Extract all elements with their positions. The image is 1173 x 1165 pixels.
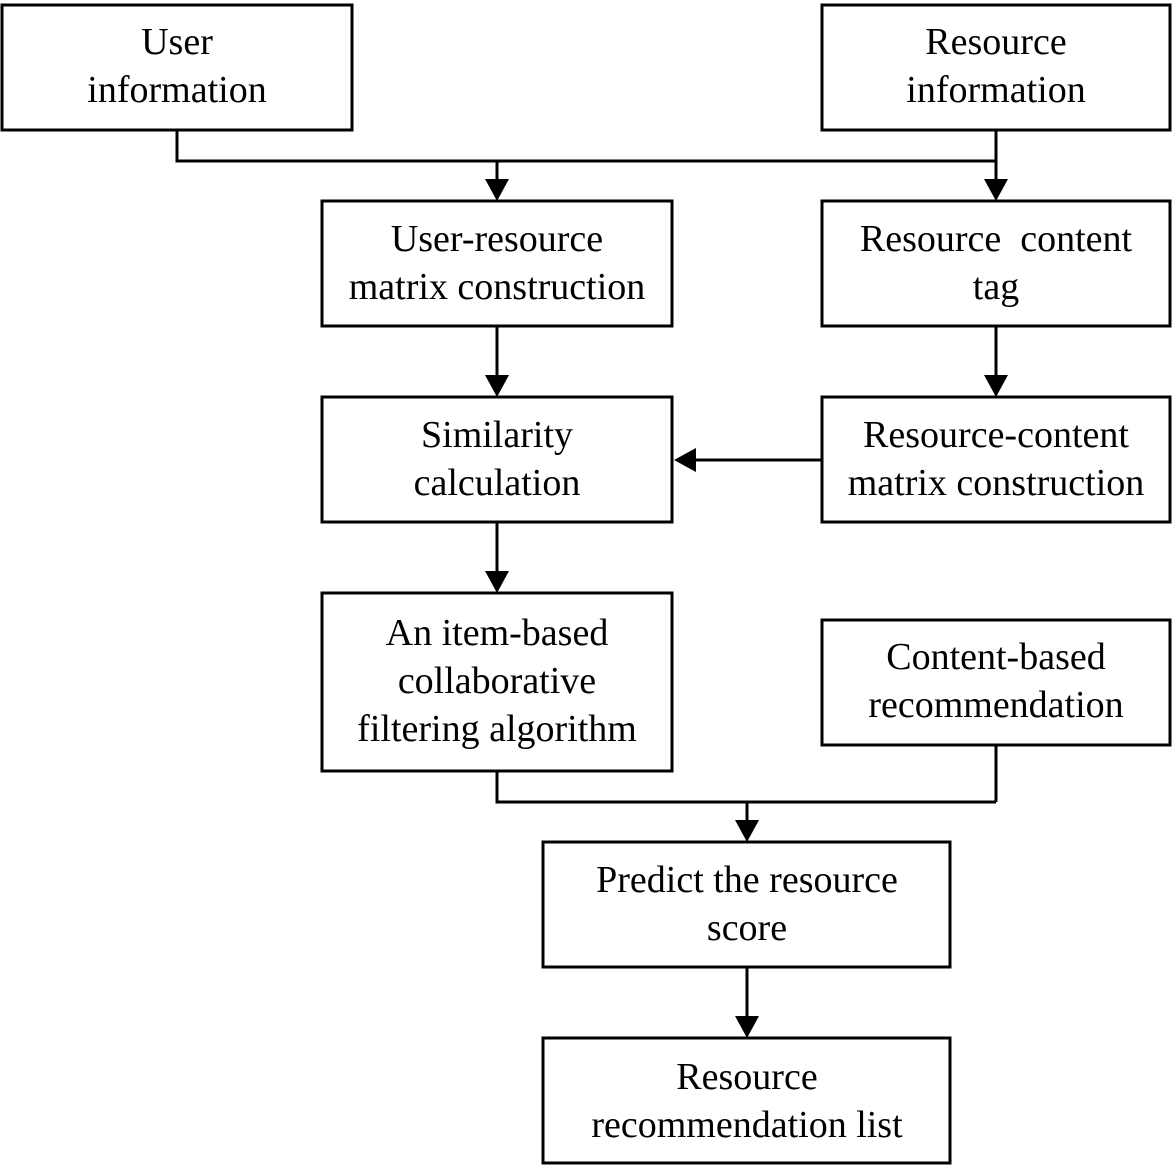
node-label-line: Resource-content (863, 414, 1129, 456)
node-label-line: calculation (414, 462, 581, 504)
arrowhead-predict (735, 820, 759, 842)
node-content-based-rec-text: Content-based recommendation (868, 636, 1123, 726)
node-label-line: An item-based (386, 612, 609, 654)
node-label-line: Content-based (886, 636, 1106, 678)
node-resource-content-tag: Resource content tag (820, 199, 1172, 328)
edge-item-cf-to-bus (495, 771, 996, 804)
node-similarity-calc: Similarity calculation (320, 395, 674, 524)
node-label-line: matrix construction (349, 266, 646, 308)
arrowheads (485, 179, 1008, 1038)
node-label-line: Resource content (860, 218, 1133, 260)
node-similarity-calc-text: Similarity calculation (414, 414, 581, 504)
node-label-line: Predict the resource (596, 859, 898, 901)
edge-user-info-to-bus (175, 130, 996, 163)
node-label-line: tag (973, 266, 1019, 308)
node-label-line: collaborative (398, 660, 596, 702)
node-label-line: Resource (676, 1056, 817, 1098)
node-label-line: filtering algorithm (357, 708, 637, 750)
node-user-resource-matrix: User-resource matrix construction (320, 199, 674, 328)
node-label-line: information (87, 69, 266, 111)
node-item-based-cf-text: An item-based collaborative filtering algo… (357, 612, 637, 750)
arrowhead-resource-content-tag (984, 179, 1008, 201)
node-resource-content-matrix: Resource-content matrix construction (820, 395, 1172, 524)
node-label-line: recommendation list (591, 1104, 903, 1146)
node-resource-info: Resource information (820, 3, 1172, 132)
arrowhead-rec-list (735, 1016, 759, 1038)
node-predict-score-text: Predict the resource score (596, 859, 898, 949)
node-label-line: score (707, 907, 787, 949)
node-rec-list: Resource recommendation list (541, 1036, 952, 1165)
node-user-info: User information (0, 3, 354, 132)
connectors (175, 130, 998, 1022)
node-rec-list-text: Resource recommendation list (591, 1056, 903, 1146)
node-label-line: User-resource (391, 218, 603, 260)
node-resource-content-matrix-text: Resource-content matrix construction (848, 414, 1145, 504)
arrowhead-item-cf (485, 571, 509, 593)
node-label-line: Similarity (421, 414, 573, 456)
node-label-line: matrix construction (848, 462, 1145, 504)
arrowhead-resource-content-matrix (984, 375, 1008, 397)
arrowhead-user-resource-matrix (485, 179, 509, 201)
node-user-info-text: User information (87, 21, 266, 111)
arrowhead-similarity (485, 375, 509, 397)
node-content-based-rec: Content-based recommendation (820, 618, 1172, 747)
node-label-line: Resource (925, 21, 1066, 63)
node-item-based-cf: An item-based collaborative filtering algo… (320, 591, 674, 773)
arrowhead-similarity-from-right (674, 448, 696, 472)
node-label-line: recommendation (868, 684, 1123, 726)
node-predict-score: Predict the resource score (541, 840, 952, 969)
node-label-line: User (141, 21, 213, 63)
node-resource-content-tag-text: Resource content tag (860, 218, 1133, 308)
node-user-resource-matrix-text: User-resource matrix construction (349, 218, 646, 308)
node-label-line: information (906, 69, 1085, 111)
node-resource-info-text: Resource information (906, 21, 1085, 111)
